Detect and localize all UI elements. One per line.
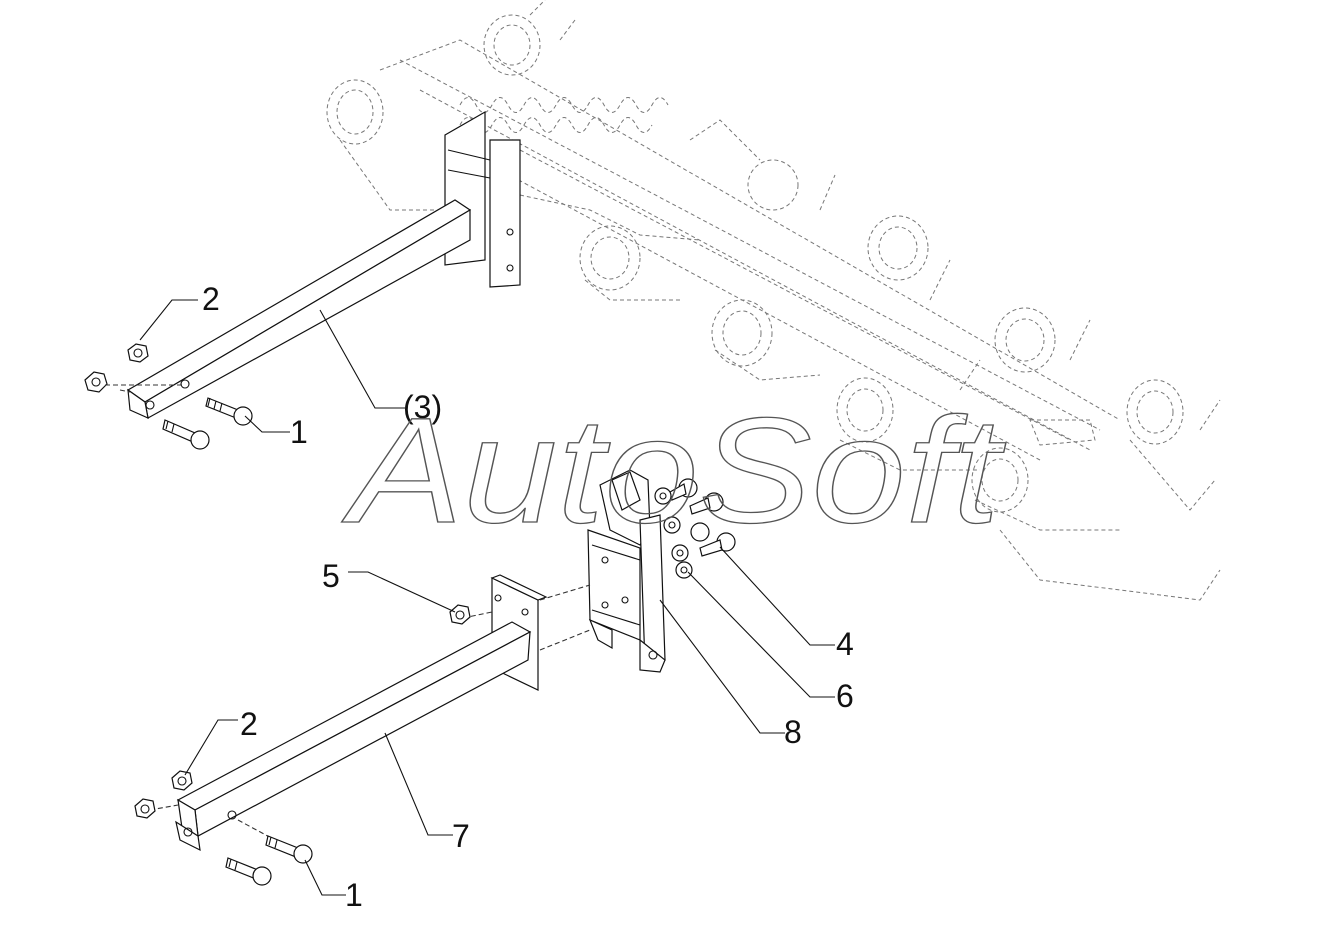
- callout-4: 4: [836, 626, 854, 662]
- upper-bolt-1b: [162, 419, 210, 450]
- callout-1-top: 1: [290, 414, 308, 450]
- callout-2-top: 2: [202, 281, 220, 317]
- washers-6: [654, 487, 693, 579]
- leader-4: [719, 546, 835, 646]
- rake-assembly-ghost: [326, 0, 1221, 601]
- lower-arm-assembly: [175, 574, 548, 852]
- lower-bolt-1a: [265, 835, 313, 864]
- upper-bracket-side: [489, 139, 521, 288]
- tine-wires: [339, 0, 1221, 601]
- leader-lines: [139, 299, 835, 896]
- callout-3: (3): [403, 389, 442, 425]
- leader-2-top: [139, 299, 198, 341]
- compression-spring: [459, 97, 669, 133]
- nut-5: [449, 604, 471, 625]
- center-bracket-8: [587, 469, 666, 673]
- tine-coils: [326, 14, 1184, 513]
- leader-1-bottom: [304, 859, 346, 896]
- leader-5: [348, 571, 456, 613]
- upper-bolt-1a: [205, 397, 253, 426]
- leader-6: [687, 571, 835, 698]
- callout-labels: 2 (3) 1 5 4 6 8 2 7 1: [202, 281, 854, 913]
- upper-fasteners: [84, 343, 253, 450]
- callout-5: 5: [322, 558, 340, 594]
- leader-2-bottom: [184, 719, 238, 776]
- upper-nut-2: [127, 343, 149, 363]
- callout-1-bottom: 1: [345, 877, 363, 913]
- bolt-4c: [690, 522, 710, 542]
- lower-nut-left: [134, 798, 156, 819]
- bolt-4b: [689, 492, 724, 515]
- leader-3: [319, 309, 405, 409]
- leader-8: [659, 599, 785, 734]
- upper-nut-left: [84, 371, 108, 393]
- leader-7: [384, 732, 453, 836]
- watermark-text: AutoSoft: [341, 386, 1006, 554]
- bolt-4d: [699, 532, 736, 557]
- lower-arm-top-face: [176, 621, 532, 811]
- bracket-fasteners: [654, 478, 736, 579]
- callout-2-bottom: 2: [240, 706, 258, 742]
- upper-arm-top-face: [126, 199, 472, 403]
- callout-8: 8: [784, 714, 802, 750]
- upper-arm-assembly: [126, 110, 521, 420]
- leader-1-top: [244, 415, 290, 433]
- callout-6: 6: [836, 678, 854, 714]
- lower-fasteners: [134, 604, 471, 886]
- lower-bolt-1b: [225, 857, 272, 886]
- lower-nut-2: [171, 770, 193, 791]
- callout-7: 7: [452, 818, 470, 854]
